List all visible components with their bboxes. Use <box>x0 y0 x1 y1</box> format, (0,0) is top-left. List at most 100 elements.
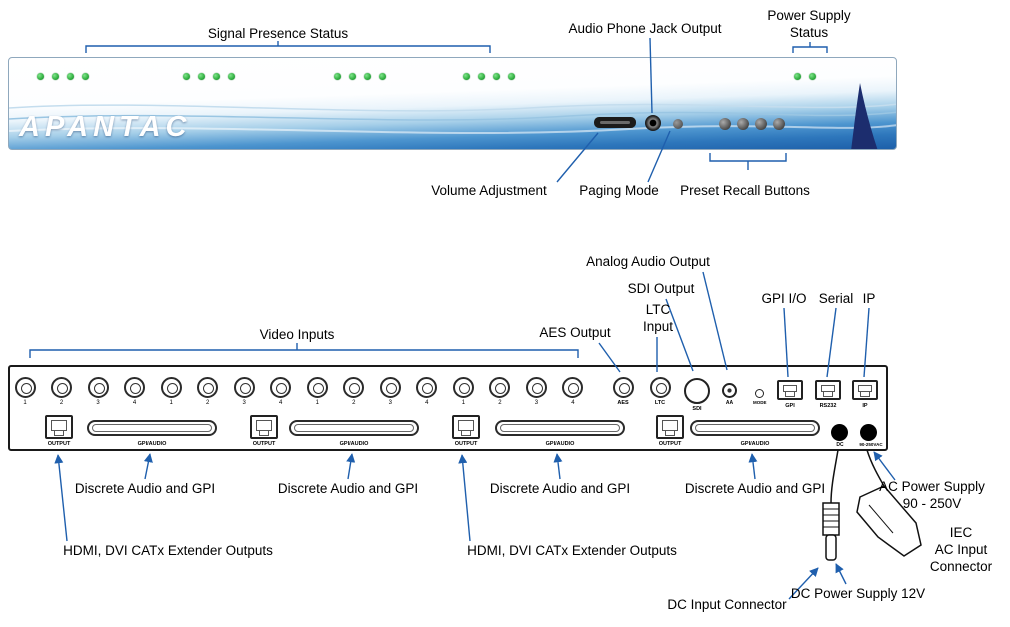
dc-plug-stripes <box>823 508 839 528</box>
preset-recall-button <box>755 118 767 130</box>
bnc-connector: 4 <box>269 377 293 406</box>
bnc-ring <box>124 377 146 398</box>
volume-slider <box>594 117 636 128</box>
callout-sdi-output: SDI Output <box>627 281 695 296</box>
headphone-jack <box>645 115 661 131</box>
callout-ac-power-line1: AC Power Supply <box>879 479 985 494</box>
sdi-output-connector: SDI <box>684 378 710 412</box>
bnc-ring <box>562 377 584 398</box>
callout-power-supply-line2: Status <box>789 24 829 40</box>
callout-signal-presence: Signal Presence Status <box>207 26 349 41</box>
aa-ring <box>722 383 737 398</box>
ip-rj45-port <box>852 380 878 400</box>
gpi-audio-label: GPI/AUDIO <box>339 441 369 447</box>
rs232-rj45-port <box>815 380 841 400</box>
front-panel: APANTAC <box>8 57 897 150</box>
dc-power-inlet <box>831 424 848 441</box>
arrow-hdmi-2 <box>458 454 471 542</box>
bnc-connector: 1 <box>305 377 329 406</box>
signal-led <box>334 73 341 80</box>
bnc-connector: 2 <box>50 377 74 406</box>
bnc-number: 1 <box>461 400 466 406</box>
bnc-number: 4 <box>571 400 575 406</box>
gpi-audio-label: GPI/AUDIO <box>137 441 167 447</box>
bnc-number: 4 <box>132 400 137 406</box>
bnc-ring <box>612 377 634 398</box>
bracket-power-supply <box>792 42 828 53</box>
bnc-number: 3 <box>388 400 392 406</box>
signal-led <box>349 73 356 80</box>
bnc-ring <box>14 377 36 398</box>
signal-led <box>364 73 371 80</box>
bnc-number: 2 <box>205 400 210 406</box>
callout-dc-input-connector: DC Input Connector <box>667 597 787 612</box>
bnc-number: 4 <box>425 400 429 406</box>
mode-button-ring <box>754 389 764 398</box>
wave-line <box>9 103 896 112</box>
bnc-number: 2 <box>59 400 64 406</box>
callout-volume-adjustment: Volume Adjustment <box>431 183 547 198</box>
bnc-ring <box>525 377 547 398</box>
bnc-ring <box>160 377 182 398</box>
dc-plug-cable <box>830 449 839 504</box>
rs232-port-label: RS232 <box>819 403 837 409</box>
signal-led <box>183 73 190 80</box>
signal-led <box>82 73 89 80</box>
callout-ip: IP <box>862 291 876 306</box>
gpi-audio-db25-connector <box>289 420 419 436</box>
sdi-label: SDI <box>692 406 702 412</box>
bnc-number: 2 <box>352 400 356 406</box>
bnc-connector: 2 <box>342 377 366 406</box>
callout-ac-power-line2: 90 - 250V <box>902 495 962 511</box>
ac-inlet-label: 90-250VAC <box>859 442 883 447</box>
ip-port-label: IP <box>862 403 868 409</box>
bnc-connector: 1 <box>451 377 475 406</box>
rear-panel: 1 2 3 4 1 2 3 4 1 2 3 4 1 2 3 4 AES LTC <box>8 365 888 451</box>
output-port-label: OUTPUT <box>47 441 71 447</box>
arrow-discrete-4 <box>748 453 758 480</box>
dc-inlet-label: DC <box>836 442 844 448</box>
signal-led <box>37 73 44 80</box>
gpi-audio-db25-connector <box>87 420 217 436</box>
bnc-ring <box>452 377 474 398</box>
bnc-number: 1 <box>315 400 319 406</box>
preset-recall-button <box>719 118 731 130</box>
bnc-connector: 4 <box>561 377 585 406</box>
dc-plug-strain-relief <box>822 502 840 536</box>
aes-output-connector: AES <box>611 377 635 406</box>
callout-gpi-io: GPI I/O <box>761 291 807 306</box>
bnc-ring <box>649 377 671 398</box>
callout-hdmi-outputs: HDMI, DVI CATx Extender Outputs <box>63 543 273 558</box>
callout-audio-phone-jack: Audio Phone Jack Output <box>568 21 722 36</box>
callout-aes-output: AES Output <box>539 325 611 340</box>
signal-led <box>493 73 500 80</box>
arrow-discrete-1 <box>143 453 153 480</box>
callout-preset-recall: Preset Recall Buttons <box>680 183 810 198</box>
callout-dc-power-supply: DC Power Supply 12V <box>790 586 926 601</box>
callout-video-inputs: Video Inputs <box>259 327 335 342</box>
signal-led <box>198 73 205 80</box>
bnc-ring <box>87 377 109 398</box>
callout-discrete-audio-gpi: Discrete Audio and GPI <box>684 481 826 496</box>
gpi-port-label: GPI <box>785 403 795 409</box>
bnc-ring <box>51 377 73 398</box>
ltc-input-connector: LTC <box>648 377 672 406</box>
wave-line <box>9 111 896 121</box>
callout-discrete-audio-gpi: Discrete Audio and GPI <box>489 481 631 496</box>
callout-analog-audio-output: Analog Audio Output <box>586 254 710 269</box>
bnc-connector: 3 <box>524 377 548 406</box>
callout-discrete-audio-gpi: Discrete Audio and GPI <box>277 481 419 496</box>
preset-recall-button <box>737 118 749 130</box>
paging-mode-button <box>673 119 683 129</box>
bnc-number: 2 <box>498 400 502 406</box>
arrow-ac-power-supply <box>873 451 896 481</box>
arrow-discrete-3 <box>553 453 563 480</box>
bnc-connector: 2 <box>196 377 220 406</box>
gpi-audio-label: GPI/AUDIO <box>545 441 575 447</box>
signal-led <box>379 73 386 80</box>
bnc-number: 3 <box>96 400 100 406</box>
callout-iec-line1: IEC <box>949 525 973 540</box>
callout-iec-connector: IEC AC Input Connector <box>930 525 992 576</box>
bnc-connector: 2 <box>488 377 512 406</box>
